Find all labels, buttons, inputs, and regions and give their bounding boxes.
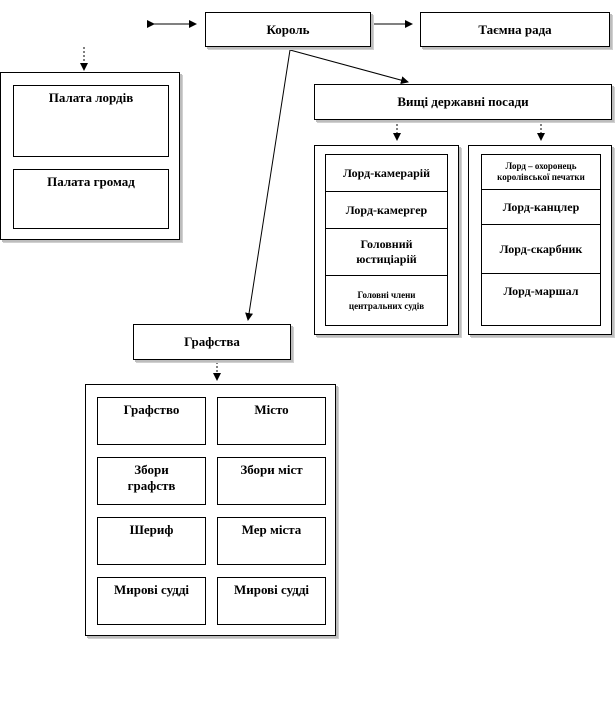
office-central-courts: Головні члени центральних судів — [326, 276, 447, 326]
office-label: Лорд-скарбник — [499, 241, 583, 256]
king-node: Король — [205, 12, 371, 47]
office-lord-chamberlain: Лорд-камерарій — [326, 155, 447, 192]
high-offices-node: Вищі державні посади — [314, 84, 612, 120]
king-counties-arrow — [245, 49, 291, 321]
office-label: Лорд – охоронець королівської печатки — [497, 161, 585, 182]
parliament-group: Палата лордів Палата громад — [0, 72, 180, 240]
offices-left-stack: Лорд-камерарій Лорд-камергер Головний юс… — [325, 154, 448, 326]
office-label: Головні члени центральних судів — [348, 290, 425, 311]
office-lord-marshal: Лорд-маршал — [482, 274, 600, 328]
offices-right-stack: Лорд – охоронець королівської печатки Ло… — [481, 154, 601, 326]
office-lord-chancellor: Лорд-канцлер — [482, 190, 600, 225]
office-lord-chamberlain-2: Лорд-камергер — [326, 192, 447, 229]
counties-node: Графства — [133, 324, 291, 360]
sheriff-cell: Шериф — [97, 517, 206, 565]
high-offices-label: Вищі державні посади — [397, 94, 529, 110]
justices-county-cell: Мирові судді — [97, 577, 206, 625]
counties-label: Графства — [184, 334, 240, 350]
office-label: Лорд-канцлер — [502, 199, 580, 214]
mayor-cell: Мер міста — [217, 517, 326, 565]
office-label: Лорд-камергер — [345, 202, 428, 217]
king-label: Король — [266, 21, 310, 37]
office-label: Лорд-маршал — [503, 284, 579, 298]
counties-grid: Графство Місто Збори графств Збори міст … — [85, 384, 336, 636]
secret-council-label: Таємна рада — [478, 21, 552, 37]
house-of-commons-node: Палата громад — [13, 169, 169, 229]
office-lord-treasurer: Лорд-скарбник — [482, 225, 600, 274]
offices-right-group: Лорд – охоронець королівської печатки Ло… — [468, 145, 612, 335]
county-cell: Графство — [97, 397, 206, 445]
office-keeper-of-seal: Лорд – охоронець королівської печатки — [482, 155, 600, 190]
city-cell: Місто — [217, 397, 326, 445]
king-offices-arrow — [289, 49, 409, 85]
house-of-commons-label: Палата громад — [47, 174, 135, 189]
office-label: Головний юстиціарій — [356, 237, 417, 266]
office-chief-justiciar: Головний юстиціарій — [326, 229, 447, 276]
justices-city-cell: Мирові судді — [217, 577, 326, 625]
house-of-lords-node: Палата лордів — [13, 85, 169, 157]
office-label: Лорд-камерарій — [342, 165, 431, 180]
city-assembly-cell: Збори міст — [217, 457, 326, 505]
offices-left-group: Лорд-камерарій Лорд-камергер Головний юс… — [314, 145, 459, 335]
house-of-lords-label: Палата лордів — [48, 90, 134, 105]
county-assembly-cell: Збори графств — [97, 457, 206, 505]
secret-council-node: Таємна рада — [420, 12, 610, 47]
